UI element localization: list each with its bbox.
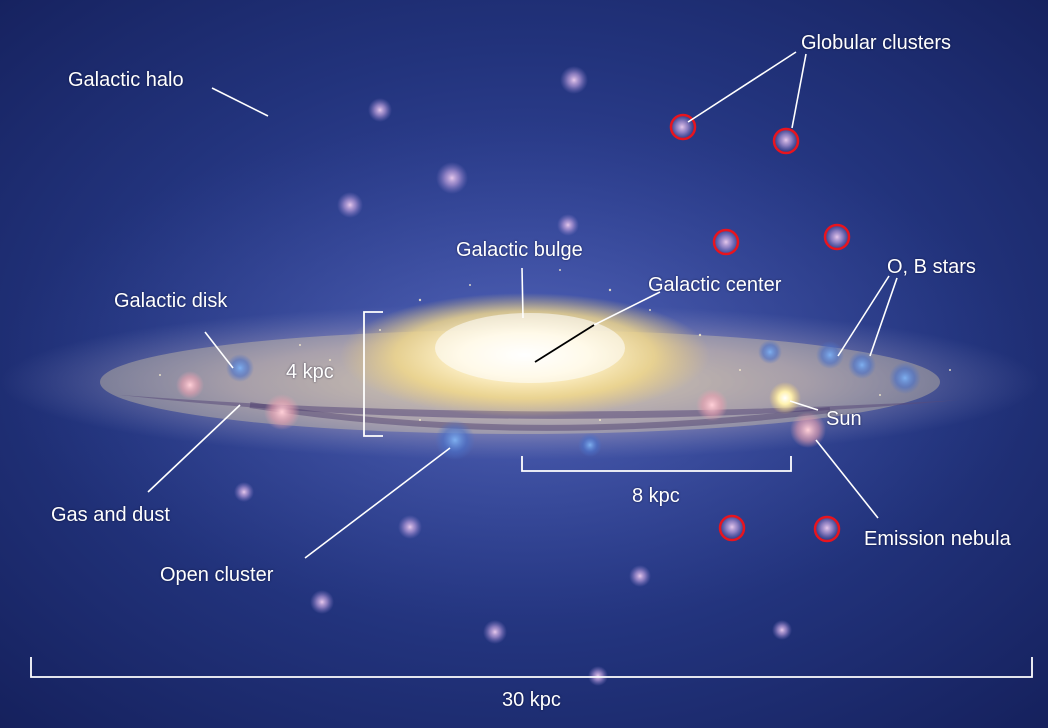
highlight-circle bbox=[813, 515, 841, 543]
halo-clusters bbox=[234, 66, 850, 686]
label-galactic-center: Galactic center bbox=[648, 274, 782, 296]
globular-leader-line bbox=[687, 51, 797, 123]
highlight-circle bbox=[669, 113, 697, 141]
sun-leader-line bbox=[789, 400, 819, 411]
dust-lane bbox=[120, 395, 960, 419]
nebula-leader-line bbox=[815, 439, 879, 519]
sun-glow bbox=[769, 382, 801, 414]
label-galactic-bulge: Galactic bulge bbox=[456, 239, 583, 261]
highlight-circle bbox=[772, 127, 800, 155]
sun-distance-bracket bbox=[521, 456, 792, 472]
center-leader-line bbox=[593, 291, 661, 326]
diameter-bracket bbox=[30, 657, 1033, 678]
open-cluster-blob bbox=[435, 420, 475, 460]
halo-leader-line bbox=[211, 87, 269, 117]
leader-lines bbox=[147, 51, 898, 559]
highlight-circle bbox=[712, 228, 740, 256]
highlight-circles bbox=[669, 113, 851, 543]
ob-stars-leader-line bbox=[837, 275, 890, 357]
bulge-leader-line bbox=[521, 267, 524, 319]
label-globular-clusters: Globular clusters bbox=[801, 32, 952, 54]
highlight-circle bbox=[718, 514, 746, 542]
label-galaxy-diameter: 30 kpc bbox=[502, 689, 561, 711]
scale-brackets bbox=[30, 311, 1033, 678]
emission-nebula-blob bbox=[790, 412, 826, 448]
label-sun: Sun bbox=[826, 408, 862, 430]
disk-features bbox=[176, 340, 921, 460]
disk-thickness-bracket bbox=[363, 311, 383, 437]
label-galactic-disk: Galactic disk bbox=[114, 290, 228, 312]
highlight-circle bbox=[823, 223, 851, 251]
label-emission-nebula: Emission nebula bbox=[864, 528, 1011, 550]
disk-leader-line bbox=[204, 331, 234, 369]
label-ob-stars: O, B stars bbox=[887, 256, 976, 278]
ob-stars-leader-line bbox=[869, 277, 898, 357]
galactic-center-line bbox=[534, 324, 595, 363]
open-cluster-leader-line bbox=[304, 447, 451, 559]
label-disk-thickness: 4 kpc bbox=[286, 361, 334, 383]
label-open-cluster: Open cluster bbox=[160, 564, 274, 586]
label-galactic-halo: Galactic halo bbox=[68, 69, 184, 91]
gas-dust-leader-line bbox=[147, 404, 241, 493]
disk-stars bbox=[159, 269, 951, 421]
label-gas-and-dust: Gas and dust bbox=[51, 504, 170, 526]
globular-leader-line bbox=[791, 53, 807, 129]
label-sun-distance: 8 kpc bbox=[632, 485, 680, 507]
